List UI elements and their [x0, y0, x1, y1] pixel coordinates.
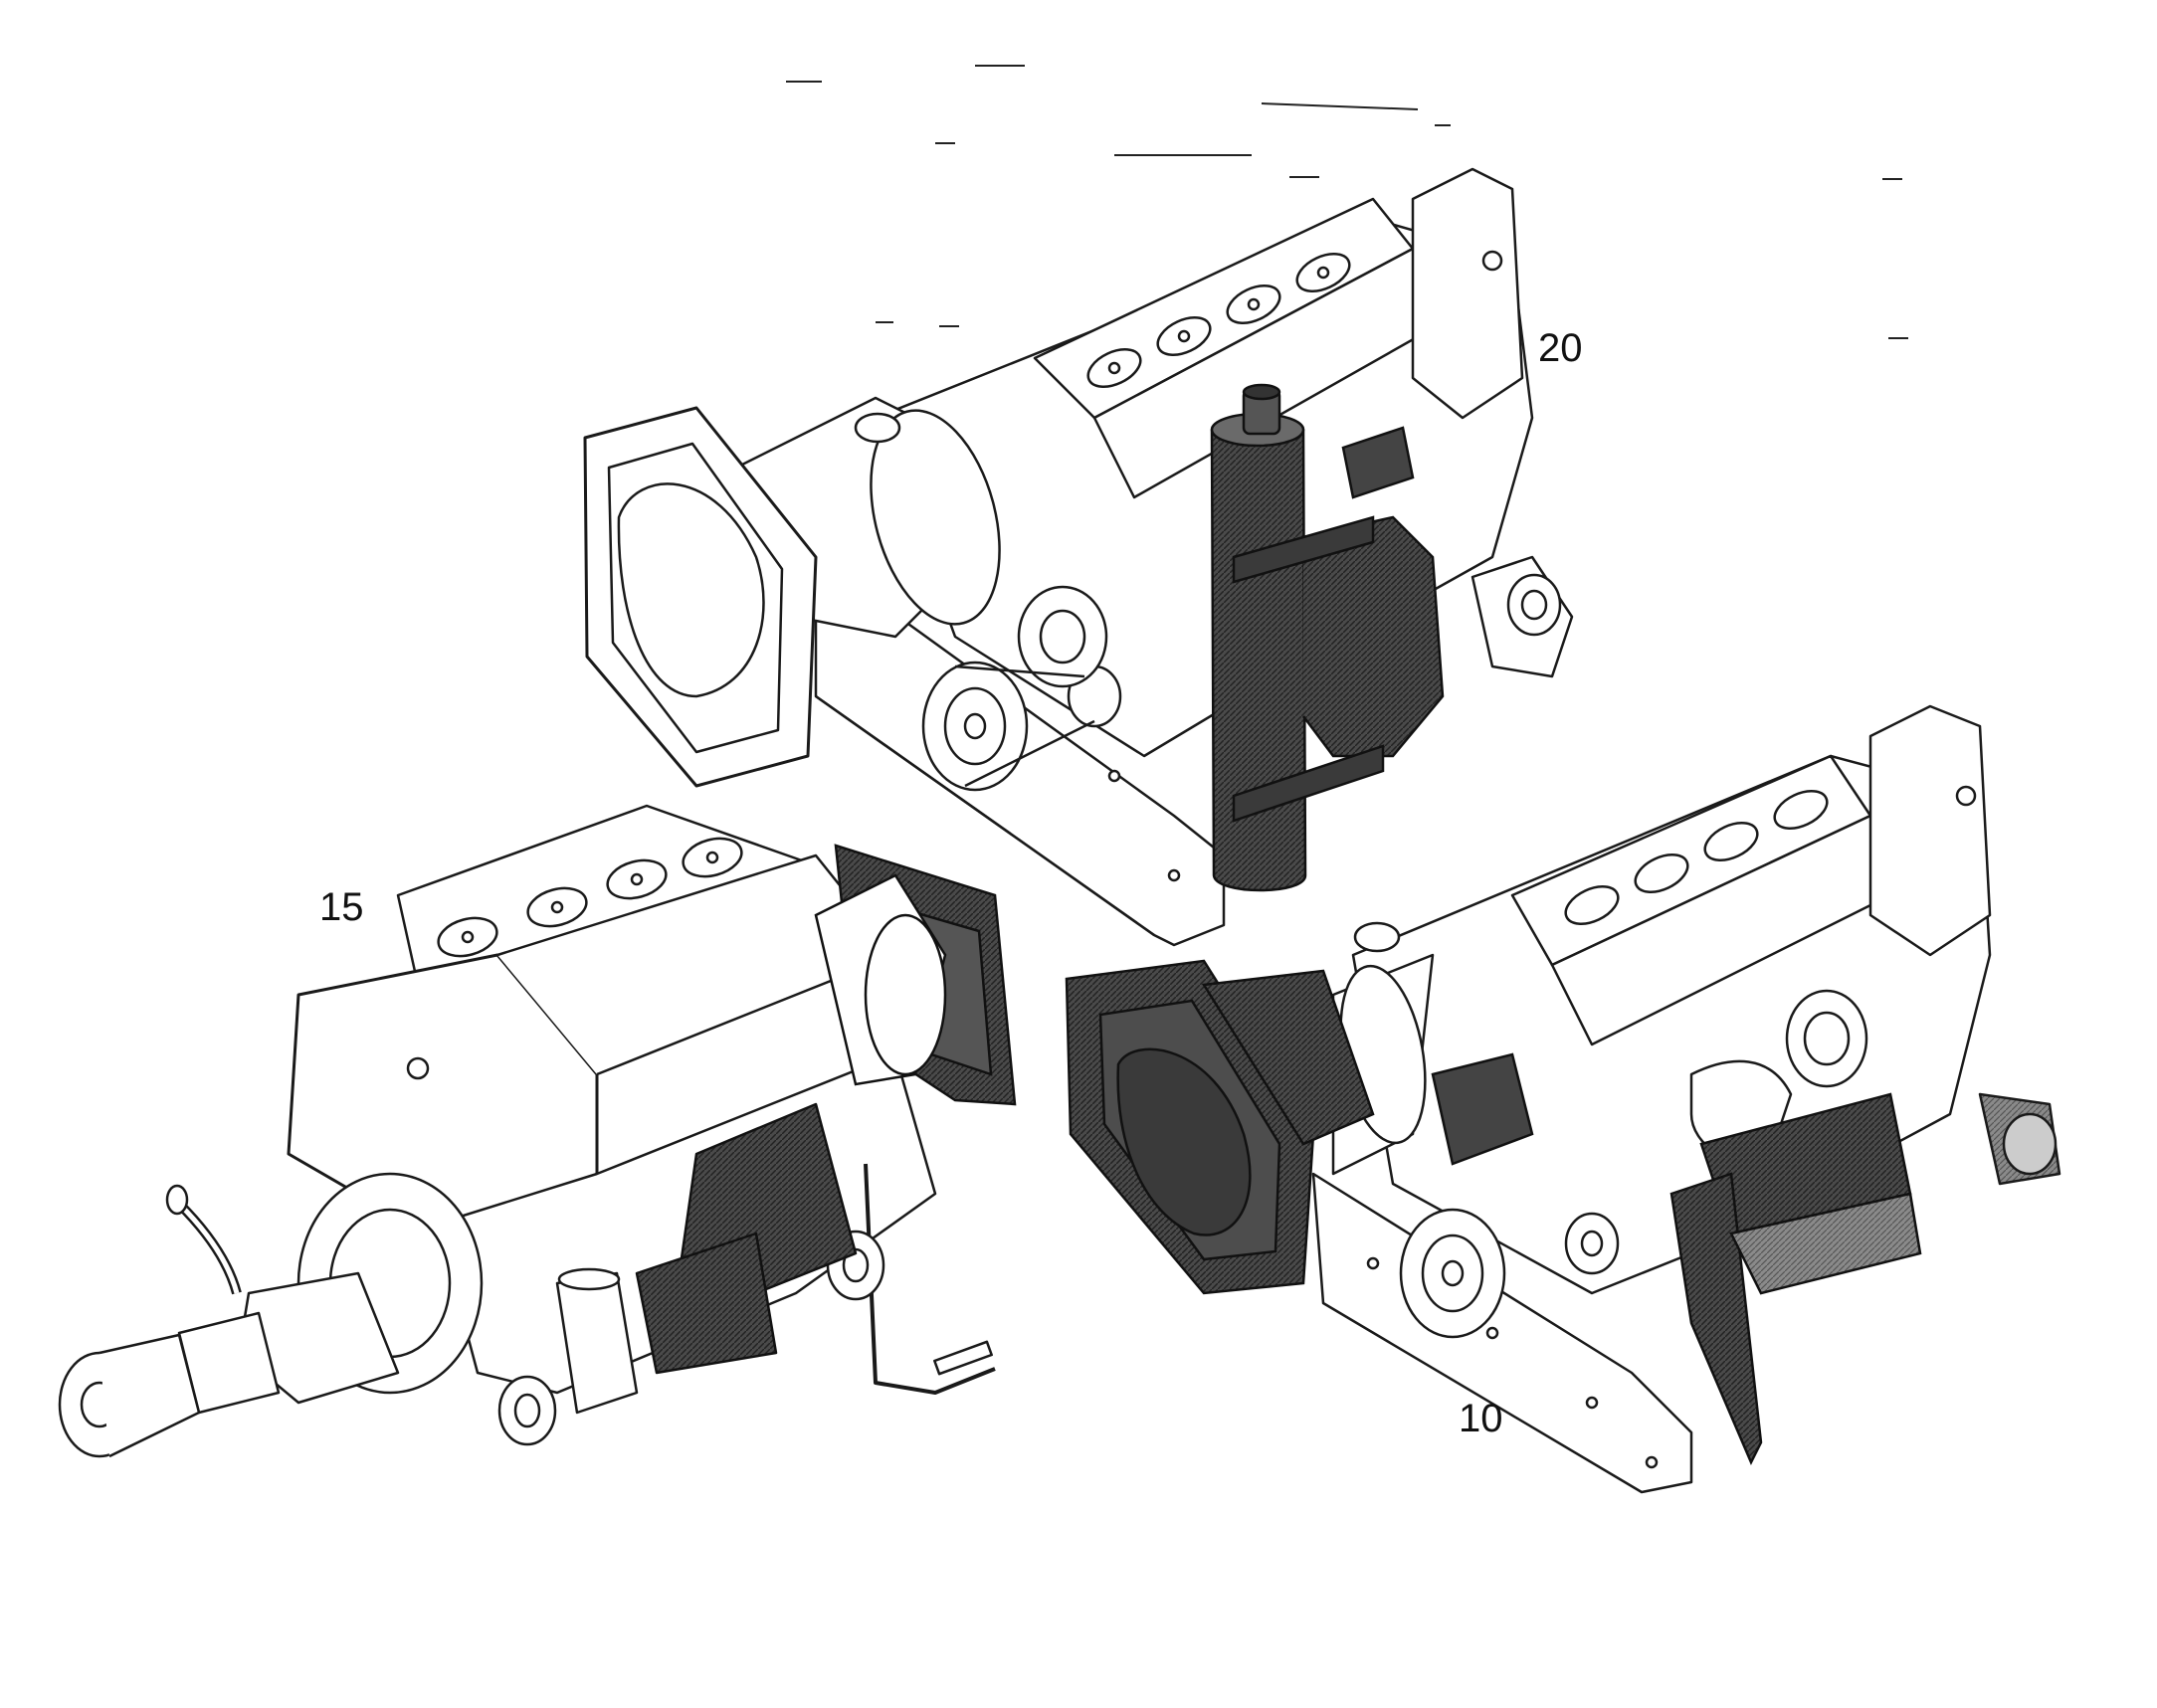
cylinder-head-caps-10	[1564, 790, 1829, 925]
callout-label-10: 10	[1459, 1397, 1503, 1440]
engine-assembly-20	[583, 167, 1574, 947]
pulley-group-20	[921, 585, 1122, 792]
pulley-group-10	[1399, 1208, 1620, 1339]
cylinder-head-caps-20	[1086, 253, 1351, 388]
engine-assembly-15	[58, 804, 996, 1458]
intake-frame-10	[1065, 959, 1534, 1295]
intake-frame-15	[814, 844, 1017, 1106]
baffle-plate-10	[1669, 1092, 1922, 1465]
exhaust-muffler-20	[1210, 383, 1445, 892]
callout-label-20: 20	[1538, 326, 1583, 370]
callout-label-15: 15	[319, 885, 364, 929]
intake-frame-20	[583, 406, 818, 788]
hydraulic-pump-15	[58, 1271, 400, 1458]
engine-assembly-10	[1311, 704, 2061, 1494]
scan-marks	[786, 65, 1908, 339]
cylinder-head-caps-15	[437, 837, 743, 958]
